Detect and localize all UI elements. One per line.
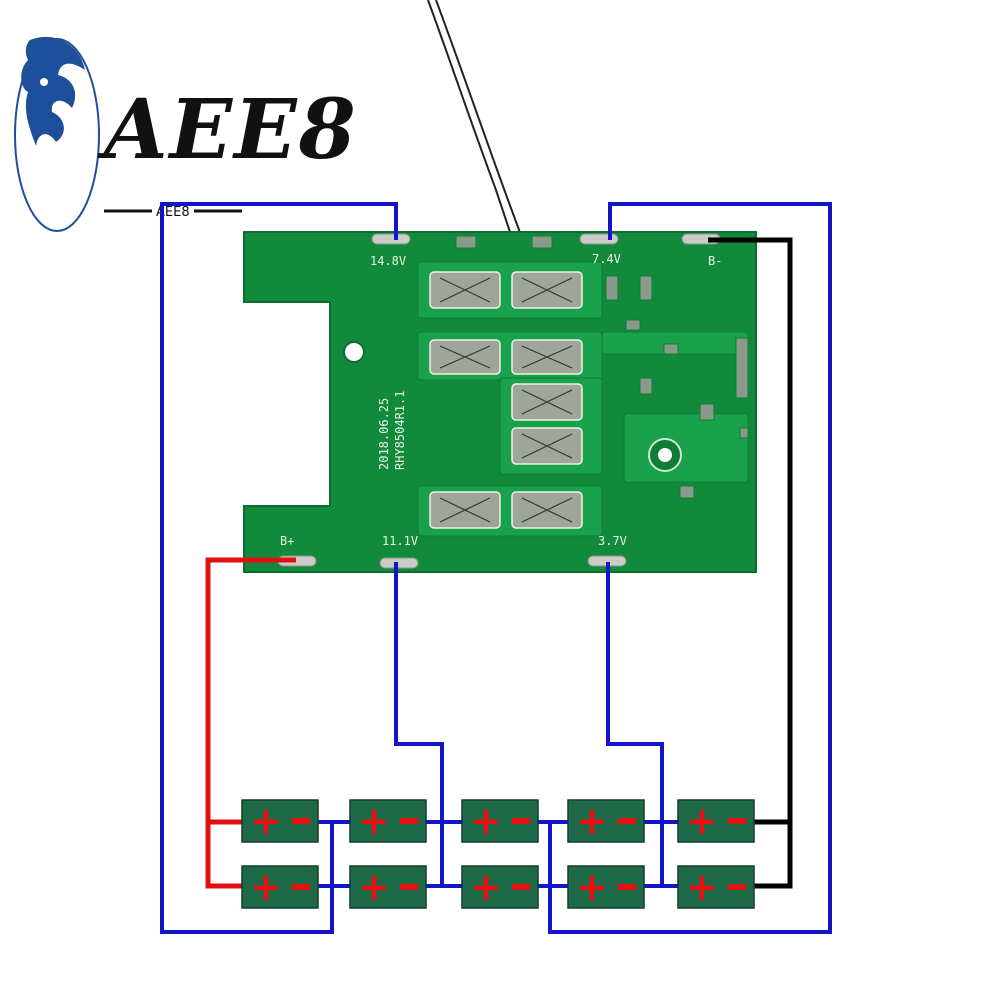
minus-icon: [512, 818, 530, 824]
wire-link-3: [538, 820, 568, 888]
plus-icon: +: [686, 865, 718, 909]
plus-icon: +: [576, 799, 608, 843]
battery-cell: +: [349, 865, 427, 909]
label-3-7v: 3.7V: [598, 534, 627, 548]
minus-icon: [728, 884, 746, 890]
tab-11-1v: [379, 557, 419, 569]
smd-components: [455, 235, 749, 499]
brand-logo: AEE8 AEE8: [14, 36, 358, 232]
battery-cell: +: [461, 799, 539, 843]
label-7-4v: 7.4V: [592, 252, 621, 266]
minus-icon: [292, 818, 310, 824]
label-14-8v: 14.8V: [370, 254, 406, 268]
wire-link-4: [644, 820, 680, 888]
mounting-hole: [343, 341, 365, 363]
battery-cell: +: [241, 865, 319, 909]
tab-7-4v: [579, 233, 619, 245]
label-model: RHY8504R1.1: [393, 391, 407, 470]
wire-b-minus: [708, 237, 793, 889]
minus-icon: [292, 884, 310, 890]
brand-text: AEE8: [97, 82, 358, 178]
minus-icon: [618, 818, 636, 824]
wire-3-7v: [606, 562, 664, 886]
minus-icon: [512, 884, 530, 890]
plus-icon: +: [576, 865, 608, 909]
wiring: [160, 202, 832, 934]
wire-link-2: [426, 820, 462, 888]
plus-icon: +: [250, 865, 282, 909]
battery-cell: +: [677, 865, 755, 909]
brand-subtext: AEE8: [156, 205, 190, 220]
tab-14-8v: [371, 233, 411, 245]
battery-cell: +: [567, 799, 645, 843]
wire-7-4v: [548, 202, 832, 934]
plus-icon: +: [358, 799, 390, 843]
wire-b-plus: [205, 557, 296, 889]
minus-icon: [400, 884, 418, 890]
label-date: 2018.06.25: [377, 398, 391, 470]
plus-icon: +: [470, 799, 502, 843]
battery-cell: +: [567, 865, 645, 909]
label-b-minus: B-: [708, 254, 722, 268]
battery-cell: +: [349, 799, 427, 843]
plus-icon: +: [358, 865, 390, 909]
plus-icon: +: [470, 865, 502, 909]
battery-cell: +: [461, 865, 539, 909]
dragon-emblem-icon: [21, 36, 85, 146]
plus-icon: +: [250, 799, 282, 843]
battery-cells: + + + + + + + + + +: [241, 799, 755, 909]
battery-cell: +: [241, 799, 319, 843]
battery-cell: +: [677, 799, 755, 843]
minus-icon: [618, 884, 636, 890]
label-b-plus: B+: [280, 534, 294, 548]
minus-icon: [728, 818, 746, 824]
label-11-1v: 11.1V: [382, 534, 418, 548]
signal-wires: [427, 0, 523, 239]
minus-icon: [400, 818, 418, 824]
bms-pcb: 14.8V 7.4V B- B+ 11.1V 3.7V 2018.06.25 R…: [243, 231, 757, 573]
plus-icon: +: [686, 799, 718, 843]
wire-14-8v: [160, 202, 398, 934]
wire-link-1: [318, 820, 350, 888]
wire-11-1v: [394, 562, 444, 886]
